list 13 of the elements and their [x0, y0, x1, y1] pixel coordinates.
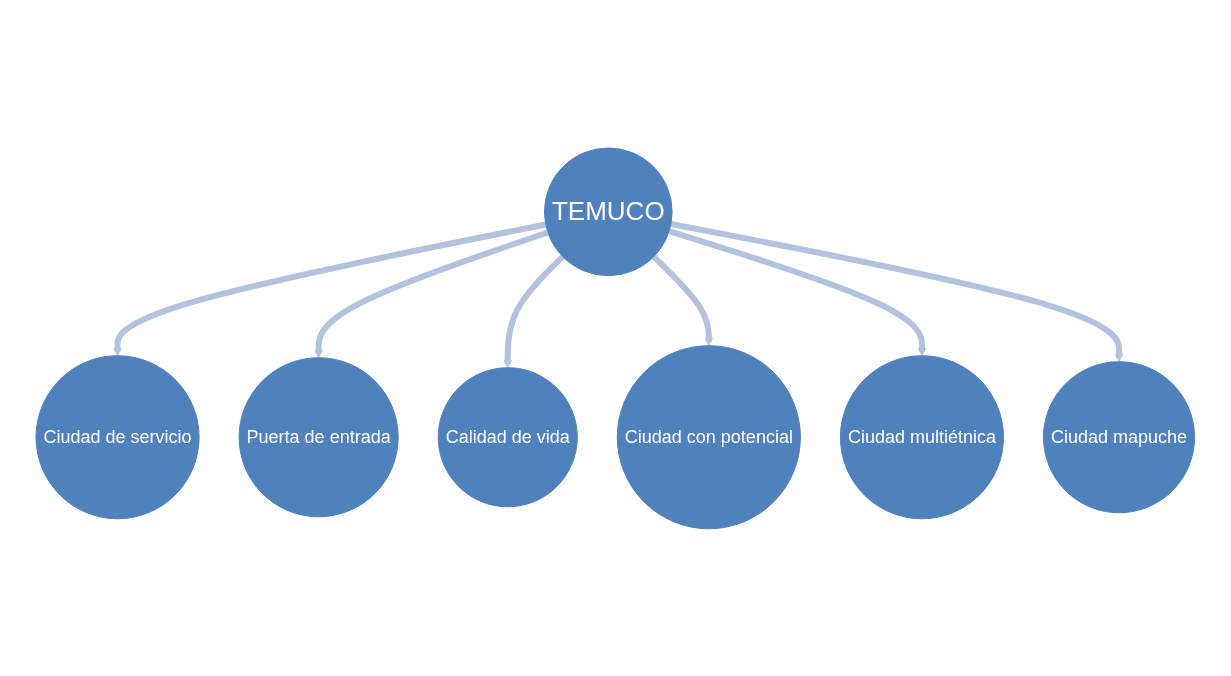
node-circle: Puerta de entrada: [238, 356, 399, 517]
arrow: [668, 227, 927, 356]
node-circle: Calidad de vida: [437, 366, 578, 507]
node-circle: TEMUCO: [544, 147, 673, 276]
arrow: [651, 254, 714, 346]
node-circle: Ciudad mapuche: [1043, 360, 1196, 513]
node-circle: Ciudad multiétnica: [840, 354, 1005, 519]
arrow: [503, 254, 566, 368]
arrow: [113, 221, 547, 356]
arrow: [670, 220, 1124, 362]
node-circle: Ciudad con potencial: [617, 344, 802, 529]
node-circle: Ciudad de servicio: [35, 354, 200, 519]
arrow: [314, 229, 550, 358]
